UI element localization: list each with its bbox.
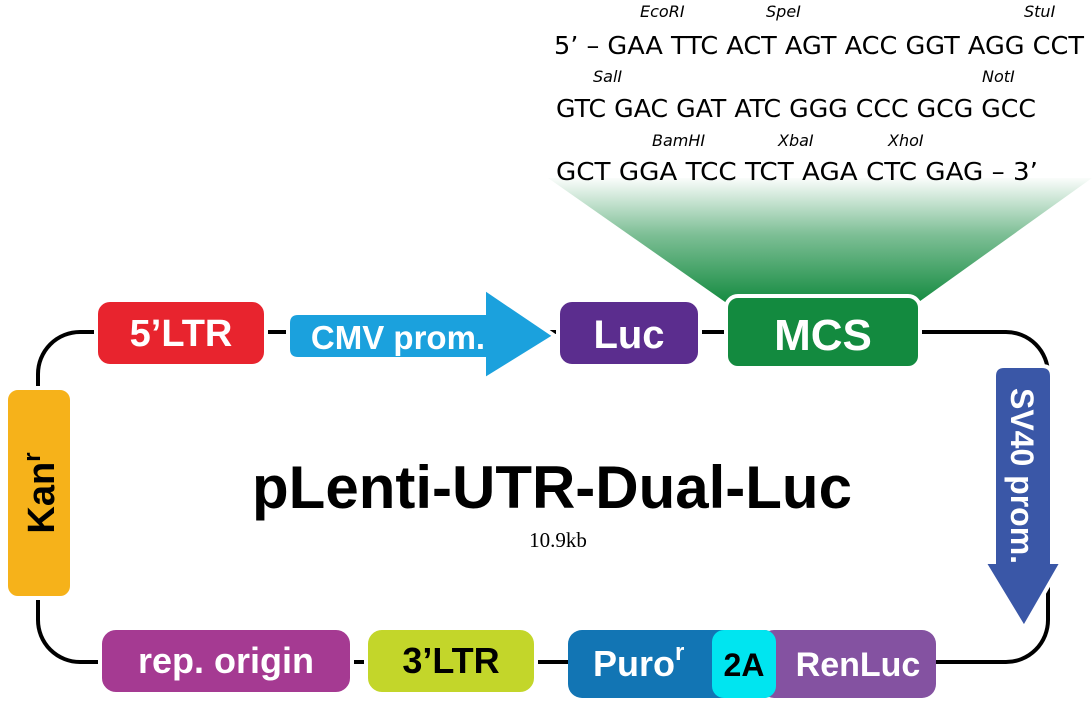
puro-2a-renluc-cassette: Puror 2A RenLuc [568,630,936,698]
sequence-line-3: GCT GGA TCC TCT AGA CTC GAG – 3’ [556,157,1038,186]
site-bamhi: BamHI [652,131,705,150]
puro-label: Puror [593,639,684,684]
site-ecori: EcoRI [640,2,685,21]
t2a-label: 2A [724,647,765,683]
sequence-line-2: GTC GAC GAT ATC GGG CCC GCG GCC [556,94,1036,123]
site-sali: SalI [593,67,622,86]
t2a-element [712,630,776,698]
rep-origin-element: rep. origin [98,626,354,696]
ltr3-element: 3’LTR [364,626,538,696]
mcs-label: MCS [774,311,872,360]
sequence-line-1: 5’ – GAA TTC ACT AGT ACC GGT AGG CCT [554,31,1085,60]
ltr5-element: 5’LTR [94,298,268,368]
site-noti: NotI [982,67,1015,86]
kan-label: Kanr [19,452,63,533]
site-xbai: XbaI [777,131,814,150]
renluc-label: RenLuc [796,646,921,684]
cmv-promoter-arrow: CMV prom. [286,284,559,384]
plasmid-name: pLenti-UTR-Dual-Luc [252,454,852,521]
plasmid-size: 10.9kb [529,528,587,552]
mcs-sequence: EcoRI SpeI StuI 5’ – GAA TTC ACT AGT ACC… [554,2,1085,186]
mcs-expansion-cone [548,178,1092,304]
ltr3-label: 3’LTR [402,640,499,681]
mcs-element: MCS [724,294,922,370]
luc-element: Luc [556,298,702,368]
site-spei: SpeI [766,2,801,21]
sv40-promoter-arrow: SV40 prom. [980,364,1066,632]
site-xhoi: XhoI [887,131,924,150]
site-stui: StuI [1024,2,1056,21]
rep-origin-label: rep. origin [138,640,314,681]
ltr5-label: 5’LTR [130,313,233,355]
sv40-label: SV40 prom. [1004,388,1040,564]
renluc-element [760,630,936,698]
kan-element: Kanr [4,386,74,600]
cmv-label: CMV prom. [311,319,485,356]
luc-label: Luc [593,313,664,357]
